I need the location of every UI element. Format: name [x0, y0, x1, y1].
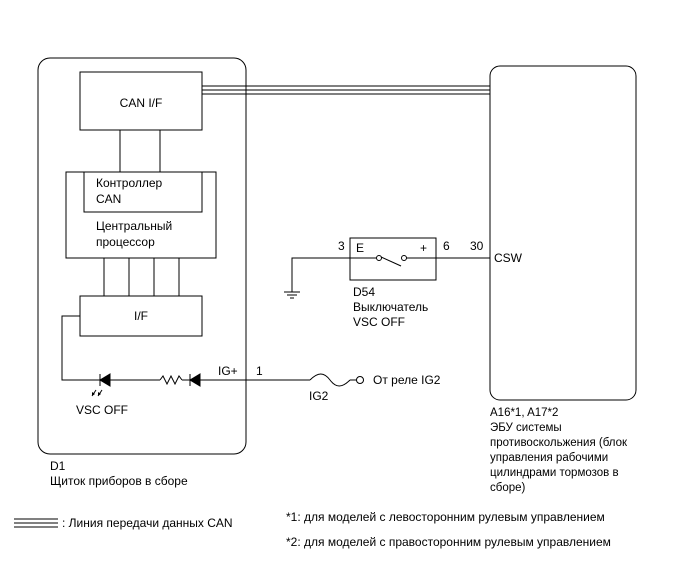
vsc-off-indicator-label: VSC OFF	[76, 403, 128, 417]
ecu-name-2: противоскольжения (блок	[490, 437, 628, 449]
cpu-label-1: Центральный	[96, 219, 172, 233]
resistor	[159, 374, 183, 386]
combination-meter-name: Щиток приборов в сборе	[50, 474, 188, 488]
combination-meter-box	[37, 57, 247, 455]
vsc-off-switch-box	[349, 237, 437, 281]
if-label: I/F	[134, 309, 148, 323]
switch-pin-plus: 6	[443, 239, 450, 253]
ecu-name-5: сборе)	[490, 482, 526, 494]
if-box	[79, 295, 203, 337]
ig-plus-pin: 1	[256, 364, 263, 378]
ecu-pin: 30	[470, 239, 484, 253]
can-bus-line	[202, 85, 490, 95]
can-controller-box	[83, 171, 203, 213]
ig-plus-label: IG+	[218, 364, 238, 378]
can-controller-label-2: CAN	[96, 192, 121, 206]
switch-name-1: Выключатель	[353, 300, 428, 314]
combination-meter-connector: D1	[50, 459, 66, 473]
vsc-off-indicator-led	[91, 373, 111, 397]
can-line-legend-symbol	[14, 518, 58, 528]
cpu-label-2: процессор	[96, 235, 155, 249]
ecu-name-4: цилиндрами тормозов в	[490, 467, 619, 479]
from-relay-label: От реле IG2	[373, 373, 441, 387]
switch-pin-e: 3	[338, 239, 345, 253]
switch-contact	[350, 255, 436, 267]
diode	[189, 373, 201, 387]
ecu-connector: A16*1, A17*2	[490, 407, 558, 419]
footnote-2: *2: для моделей с правосторонним рулевым…	[286, 535, 611, 549]
cpu-if-bus	[103, 258, 180, 296]
can-controller-label-1: Контроллер	[96, 176, 163, 190]
ground-wire	[291, 257, 350, 292]
ecu-csw-label: CSW	[494, 251, 523, 265]
ig2-fuse	[309, 373, 351, 387]
ecu-name-1: ЭБУ системы	[490, 422, 562, 434]
switch-terminal-e: E	[356, 241, 364, 255]
can-line-legend-label: : Линия передачи данных CAN	[62, 516, 233, 530]
skid-control-ecu-box	[489, 65, 637, 401]
ground-symbol	[284, 291, 300, 299]
ig2-fuse-label: IG2	[309, 389, 329, 403]
can-if-box	[79, 71, 203, 131]
if-to-indicator-wire	[61, 315, 100, 381]
switch-connector: D54	[353, 285, 375, 299]
switch-terminal-plus: +	[420, 241, 427, 255]
relay-terminal	[356, 376, 364, 384]
footnote-1: *1: для моделей с левосторонним рулевым …	[286, 510, 605, 524]
can-if-label: CAN I/F	[120, 96, 163, 110]
ecu-name-3: управления рабочими	[490, 452, 608, 464]
switch-name-2: VSC OFF	[353, 315, 405, 329]
